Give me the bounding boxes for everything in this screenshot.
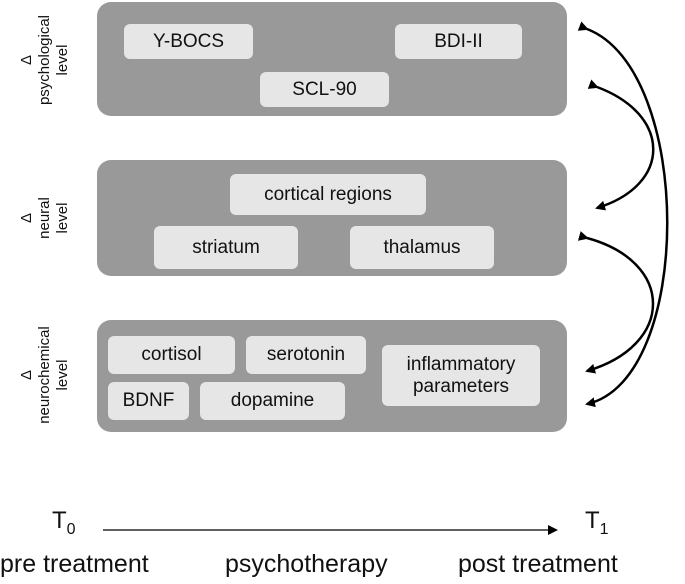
measure-bdnf: BDNF (108, 382, 189, 420)
timepoint-t1-sub: 1 (599, 520, 609, 538)
measure-bdi-ii: BDI-II (395, 24, 522, 59)
arrow-neural-neurochemical (577, 231, 655, 374)
measure-cortical-regions: cortical regions (230, 174, 426, 215)
measure-dopamine: dopamine (200, 382, 345, 420)
arrow-psychological-neural (587, 79, 655, 211)
measure-thalamus: thalamus (350, 226, 494, 269)
timepoint-t0-base: T (52, 507, 67, 534)
measure-y-bocs: Y-BOCS (124, 24, 253, 59)
phase-post-treatment: post treatment (458, 550, 618, 578)
phase-pre-treatment: pre treatment (0, 550, 149, 578)
measure-inflammatory-parameters: inflammatory parameters (382, 345, 540, 406)
timepoint-t1: T1 (585, 507, 609, 539)
timepoint-t0: T0 (52, 507, 76, 539)
measure-serotonin: serotonin (246, 336, 366, 374)
measure-striatum: striatum (154, 226, 298, 269)
arrow-psychological-neurochemical (577, 21, 669, 408)
phase-psychotherapy: psychotherapy (225, 550, 388, 578)
measure-cortisol: cortisol (108, 336, 235, 374)
timepoint-t0-sub: 0 (66, 520, 76, 538)
measure-scl-90: SCL-90 (260, 72, 389, 107)
timepoint-t1-base: T (585, 507, 600, 534)
